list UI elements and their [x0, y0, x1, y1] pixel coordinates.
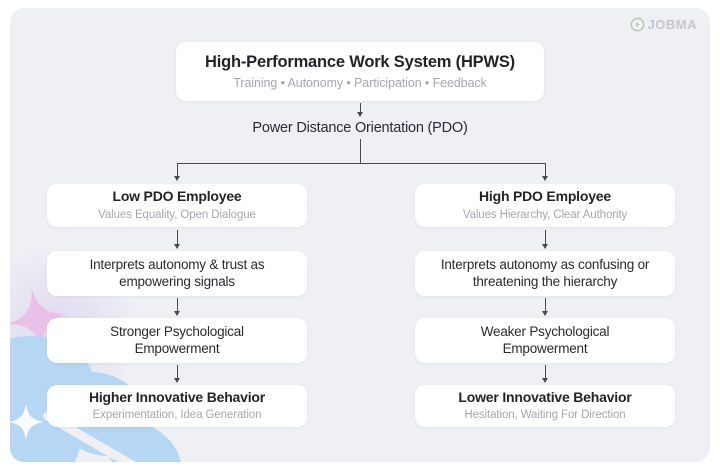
connector-left-2: [177, 298, 178, 311]
arrow-down-icon: [173, 176, 180, 181]
connector-branch-right-drop: [545, 163, 546, 176]
connector-left-3: [177, 365, 178, 378]
connector-left-1: [177, 230, 178, 244]
node-stronger-empowerment: Stronger Psychological Empowerment: [47, 318, 307, 363]
node-high-pdo-interpretation: Interprets autonomy as confusing or thre…: [415, 251, 675, 296]
node-lower-innovative-behavior: Lower Innovative Behavior Hesitation, Wa…: [415, 385, 675, 427]
connector-right-2: [545, 298, 546, 311]
arrow-down-icon: [541, 176, 548, 181]
node-low-pdo-interpretation: Interprets autonomy & trust as empowerin…: [47, 251, 307, 296]
pink-sparkle-icon: [10, 288, 68, 350]
node-title: Interprets autonomy & trust as empowerin…: [89, 256, 265, 289]
jobma-logo-text: JOBMA: [647, 17, 697, 32]
node-title: Stronger Psychological Empowerment: [110, 323, 244, 356]
jobma-logo: JOBMA: [630, 17, 697, 32]
node-title: Higher Innovative Behavior: [88, 388, 266, 405]
arrow-down-icon: [173, 378, 180, 383]
node-hpws-subtitle: Training • Autonomy • Participation • Fe…: [233, 76, 487, 91]
node-subtitle: Hesitation, Waiting For Direction: [464, 409, 626, 422]
node-high-pdo-employee: High PDO Employee Values Hierarchy, Clea…: [415, 184, 675, 227]
node-title: Weaker Psychological Empowerment: [480, 323, 610, 356]
arrow-down-icon: [541, 311, 548, 316]
connector-pdo-stem: [360, 139, 361, 163]
arrow-down-icon: [356, 112, 363, 117]
connector-root-line: [360, 103, 361, 112]
node-title: Lower Innovative Behavior: [458, 388, 632, 405]
connector-right-3: [545, 365, 546, 378]
node-higher-innovative-behavior: Higher Innovative Behavior Experimentati…: [47, 385, 307, 427]
node-subtitle: Values Hierarchy, Clear Authority: [462, 208, 628, 221]
connector-branch-left-drop: [177, 163, 178, 176]
node-low-pdo-employee: Low PDO Employee Values Equality, Open D…: [47, 184, 307, 227]
arrow-down-icon: [173, 244, 180, 249]
node-weaker-empowerment: Weaker Psychological Empowerment: [415, 318, 675, 363]
arrow-down-icon: [541, 244, 548, 249]
connector-branch-horizontal: [177, 163, 545, 164]
infographic-card: JOBMA High-Performance Work System (HPWS…: [10, 8, 710, 462]
arrow-down-icon: [173, 311, 180, 316]
node-hpws-title: High-Performance Work System (HPWS): [205, 52, 515, 71]
node-pdo-label: Power Distance Orientation (PDO): [252, 120, 468, 136]
node-title: Interprets autonomy as confusing or thre…: [440, 256, 650, 289]
node-subtitle: Experimentation, Idea Generation: [92, 409, 262, 422]
play-circle-icon: [630, 17, 644, 32]
connector-right-1: [545, 230, 546, 244]
node-title: High PDO Employee: [479, 188, 611, 205]
node-subtitle: Values Equality, Open Dialogue: [98, 208, 256, 221]
node-title: Low PDO Employee: [112, 188, 242, 205]
arrow-down-icon: [541, 378, 548, 383]
node-hpws: High-Performance Work System (HPWS) Trai…: [176, 42, 544, 101]
